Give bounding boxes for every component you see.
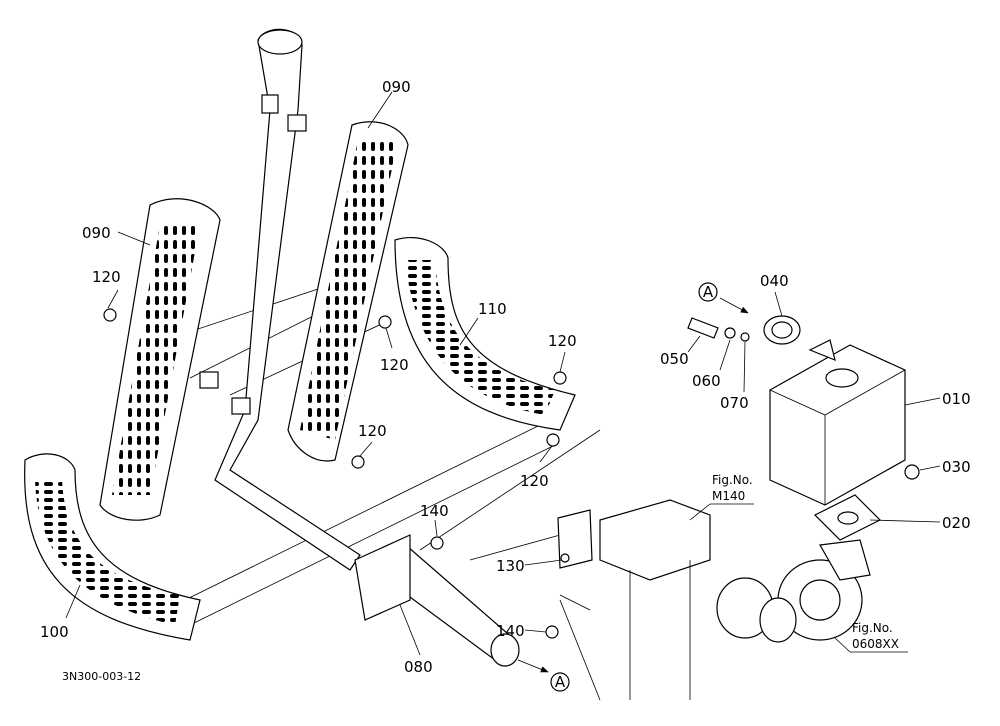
fig-ref-0608xx: Fig.No. 0608XX [834, 621, 908, 653]
drawing-code: 3N300-003-12 [62, 670, 141, 683]
clamp-assembly [687, 315, 801, 345]
callout-labels: 090 090 120 120 120 110 120 120 100 140 … [40, 78, 971, 676]
ref-a-bottom: A [555, 673, 566, 691]
callout-090-left: 090 [82, 224, 111, 242]
fig-ref-m140: Fig.No. M140 [689, 473, 754, 521]
bracket-130 [557, 499, 711, 701]
callout-120-a: 120 [92, 268, 121, 286]
callout-140-b: 140 [496, 622, 525, 640]
callout-050: 050 [660, 350, 689, 368]
heat-shield-090-right [287, 121, 409, 462]
fig-0608-line1: Fig.No. [852, 621, 893, 635]
callout-100: 100 [40, 623, 69, 641]
callout-060: 060 [692, 372, 721, 390]
callout-120-c: 120 [548, 332, 577, 350]
callout-120-e: 120 [520, 472, 549, 490]
heat-shield-090-left [99, 198, 221, 521]
callout-120-d: 120 [358, 422, 387, 440]
heat-shield-110 [394, 236, 576, 431]
leader-lines [65, 91, 941, 656]
callout-080: 080 [404, 658, 433, 676]
exhaust-tail-pipe [199, 28, 361, 571]
section-a-bottom: A [517, 659, 570, 692]
nut-and-gasket [813, 464, 920, 541]
callout-030: 030 [942, 458, 971, 476]
exhaust-pipe-080 [354, 534, 520, 667]
callout-090-right: 090 [382, 78, 411, 96]
callout-070: 070 [720, 394, 749, 412]
fig-m140-line2: M140 [712, 489, 745, 503]
callout-140-a: 140 [420, 502, 449, 520]
fig-m140-line1: Fig.No. [712, 473, 753, 487]
ref-a-top: A [703, 283, 714, 301]
callout-040: 040 [760, 272, 789, 290]
callout-110: 110 [478, 300, 507, 318]
section-a-top: A [698, 282, 749, 314]
callout-010: 010 [942, 390, 971, 408]
callout-020: 020 [942, 514, 971, 532]
turbocharger [716, 539, 871, 643]
callout-120-b: 120 [380, 356, 409, 374]
fig-0608-line2: 0608XX [852, 637, 899, 651]
callout-130: 130 [496, 557, 525, 575]
muffler-010 [769, 339, 906, 506]
heat-shield-100 [24, 453, 201, 641]
